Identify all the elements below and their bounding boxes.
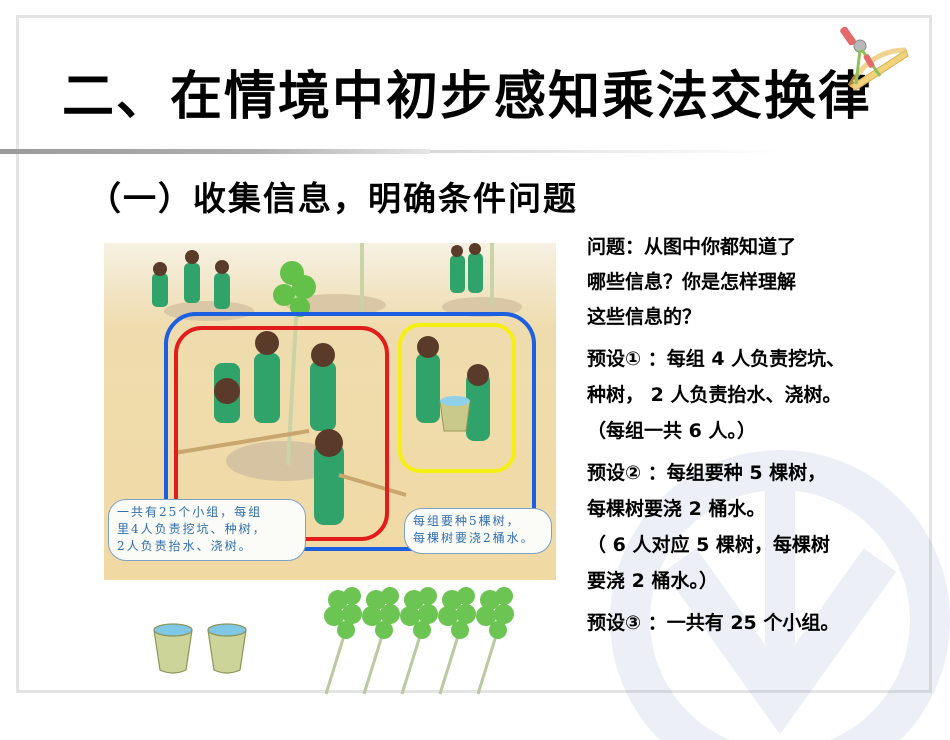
saplings-row [324, 587, 514, 695]
question-line: 哪些信息？你是怎样理解 [587, 271, 797, 293]
preset-line: 种树， 2 人负责抬水、浇树。 [587, 384, 842, 406]
title-underline [0, 149, 430, 154]
preset-line: 预设① ：每组 4 人负责挖坑、 [587, 348, 846, 370]
question-line: 这些信息的？ [587, 306, 702, 328]
preset-3: 预设③ ：一共有 25 个小组。 [587, 605, 937, 641]
preset-2: 预设② ：每组要种 5 棵树， 每棵树要浇 2 桶水。 （ 6 人对应 5 棵树… [587, 455, 937, 599]
preset-line: （每组一共 6 人。） [587, 420, 756, 442]
children-planting-trees-illustration: 一共有25个小组，每组 里4人负责挖坑、种树， 2人负责抬水、浇树。 每组要种5… [104, 243, 556, 580]
speech-bubble-groups: 一共有25个小组，每组 里4人负责挖坑、种树， 2人负责抬水、浇树。 [108, 499, 306, 561]
preset-line: 要浇 2 桶水。） [587, 570, 718, 592]
sapling-icon [400, 587, 438, 695]
whole-group-highlight [164, 312, 536, 551]
preset-line: （ 6 人对应 5 棵树，每棵树 [587, 534, 830, 556]
preset-line: 预设② ：每组要种 5 棵树， [587, 462, 827, 484]
preset-line: 预设③ ：一共有 25 个小组。 [587, 612, 840, 634]
sapling-icon [438, 587, 476, 695]
speech-bubble-trees: 每组要种5棵树， 每棵树要浇2桶水。 [404, 508, 552, 554]
compass-ruler-icon [840, 26, 909, 90]
bubble-line: 一共有25个小组，每组 [117, 505, 263, 519]
water-bucket-icon [153, 623, 193, 674]
slide-title: 二、在情境中初步感知乘法交换律 [62, 66, 873, 127]
question-line: 问题：从图中你都知道了 [587, 236, 797, 258]
preset-1: 预设① ：每组 4 人负责挖坑、 种树， 2 人负责抬水、浇树。 （每组一共 6… [587, 341, 937, 449]
bubble-line: 每棵树要浇2桶水。 [413, 531, 535, 545]
water-buckets [153, 623, 247, 674]
discussion-panel: 问题：从图中你都知道了 哪些信息？你是怎样理解 这些信息的？ 预设① ：每组 4… [587, 230, 937, 641]
publisher-logo-icon [610, 450, 950, 740]
sapling-icon [324, 587, 362, 695]
preset-line: 每棵树要浇 2 桶水。 [587, 498, 766, 520]
scene-drawing [152, 243, 522, 525]
bubble-line: 2人负责抬水、浇树。 [117, 539, 253, 553]
sapling-icon [476, 587, 514, 695]
question-block: 问题：从图中你都知道了 哪些信息？你是怎样理解 这些信息的？ [587, 230, 937, 335]
sapling-icon [362, 587, 400, 695]
section-subtitle: （一）收集信息，明确条件问题 [88, 179, 578, 218]
water-carriers-highlight [398, 323, 516, 473]
title-underline-fade [430, 150, 780, 153]
bubble-line: 里4人负责挖坑、种树， [117, 522, 267, 536]
bubble-line: 每组要种5棵树， [413, 514, 521, 528]
water-bucket-icon [207, 623, 247, 674]
